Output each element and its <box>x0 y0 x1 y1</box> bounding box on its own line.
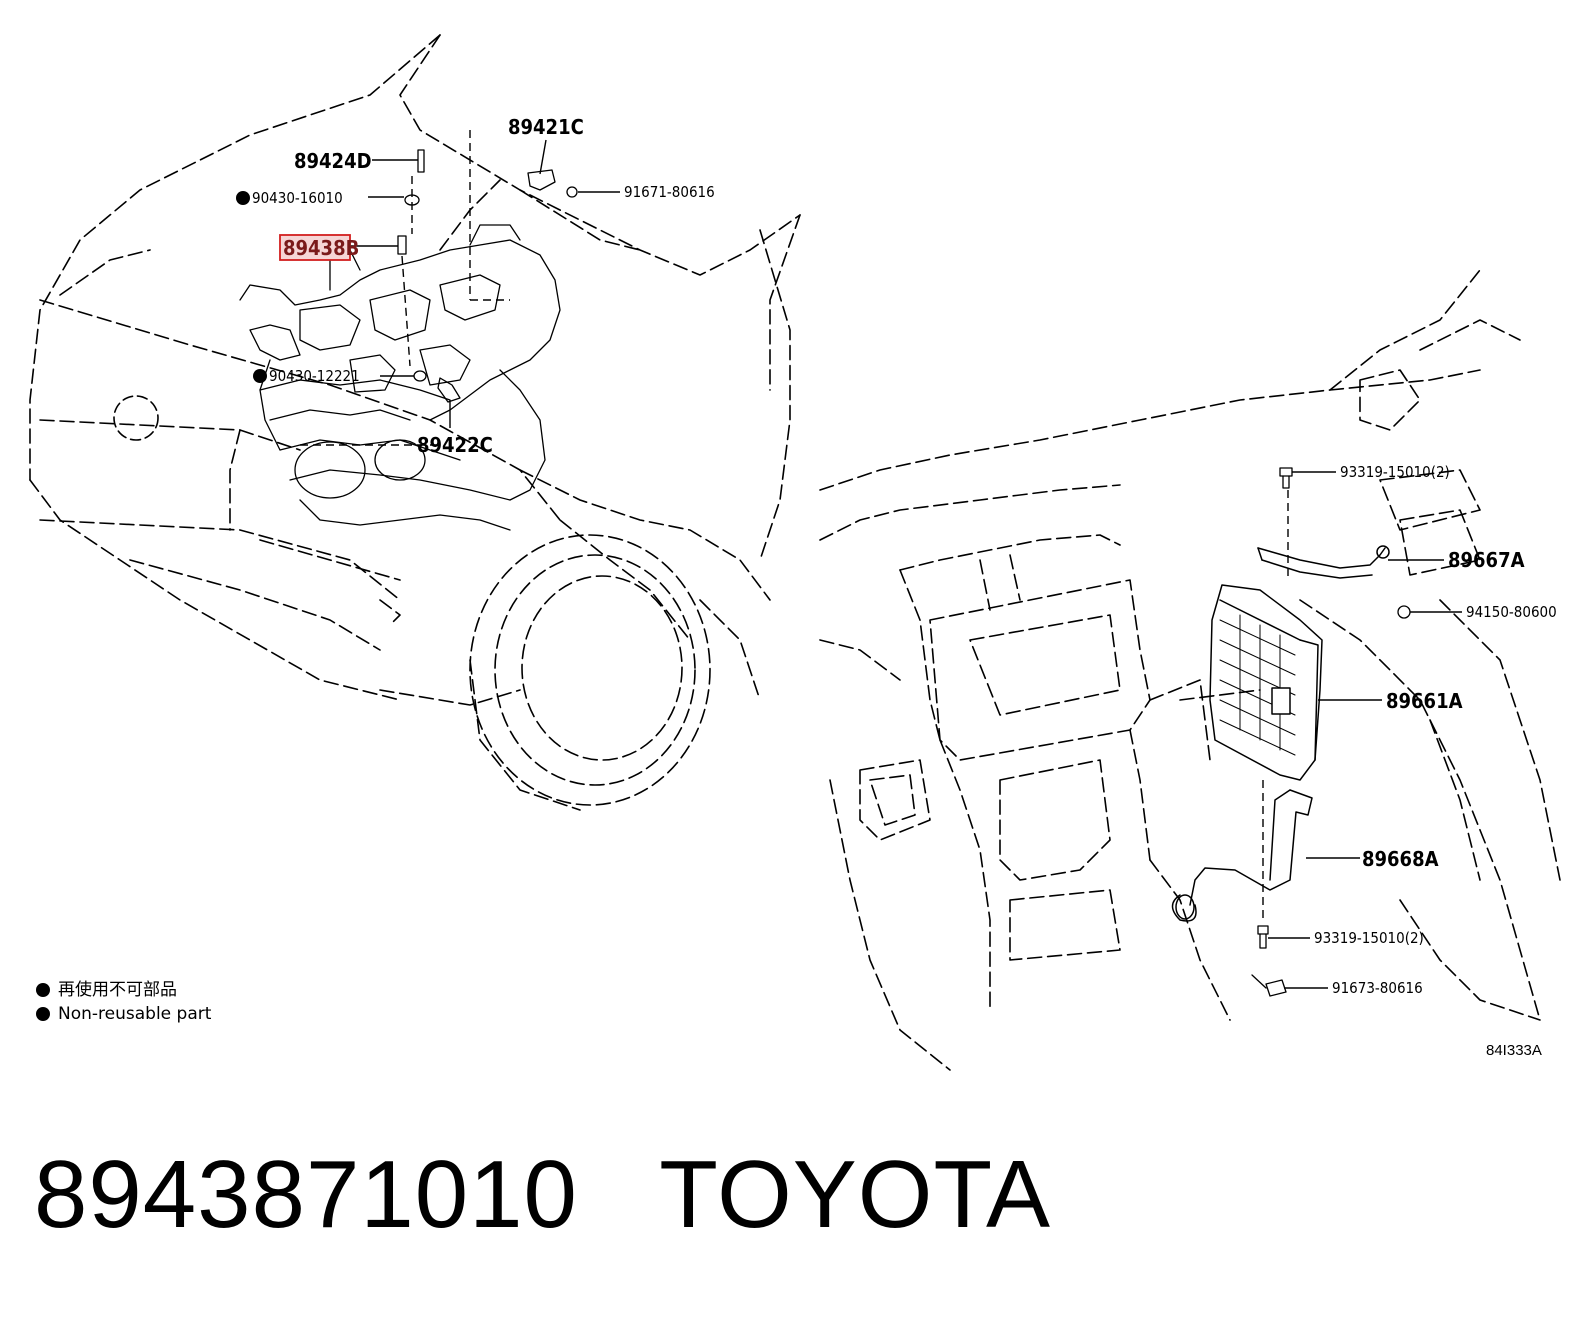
callout-93319-15010-bottom: 93319-15010(2) <box>1314 929 1424 947</box>
legend-row-en: Non-reusable part <box>36 1002 211 1026</box>
callout-91671-80616: 91671-80616 <box>624 183 715 201</box>
callout-89667A: 89667A <box>1448 548 1525 572</box>
callout-91673-80616: 91673-80616 <box>1332 979 1423 997</box>
bracket-89668A <box>1171 789 1313 922</box>
headlight <box>113 395 159 441</box>
part-number: 8943871010 <box>34 1141 578 1248</box>
callout-94150-80600: 94150-80600 <box>1466 603 1557 621</box>
footer-caption: 8943871010 TOYOTA <box>34 1140 1051 1250</box>
leader-lines <box>300 130 1462 989</box>
highlight-box-89438B <box>279 234 351 261</box>
callout-90430-16010: 90430-16010 <box>252 189 343 207</box>
ecu-89661A <box>1209 584 1323 781</box>
front-wheel <box>469 534 711 811</box>
bullet-icon <box>36 1007 50 1021</box>
legend-jp-text: 再使用不可部品 <box>58 980 177 1000</box>
non-reusable-marker-90430-16010 <box>236 191 250 205</box>
vehicle-body-outline <box>29 34 801 706</box>
callout-89424D: 89424D <box>294 149 372 173</box>
callout-89668A: 89668A <box>1362 847 1439 871</box>
brand-name: TOYOTA <box>659 1141 1052 1248</box>
fasteners <box>397 149 1411 997</box>
legend-en-text: Non-reusable part <box>58 1004 212 1024</box>
dashboard-outline <box>819 269 1561 1071</box>
legend: 再使用不可部品 Non-reusable part <box>36 978 211 1026</box>
callout-89438B: 89438B <box>283 236 359 260</box>
callout-93319-15010-top: 93319-15010(2) <box>1340 463 1450 481</box>
legend-row-jp: 再使用不可部品 <box>36 978 211 1002</box>
callout-89421C: 89421C <box>508 115 584 139</box>
bracket-89667A <box>1257 545 1390 579</box>
illustration-code: 84I333A <box>1486 1042 1542 1059</box>
bullet-icon <box>36 983 50 997</box>
callout-89422C: 89422C <box>417 433 493 457</box>
callout-90430-12221: 90430-12221 <box>269 367 360 385</box>
callout-89661A: 89661A <box>1386 689 1463 713</box>
non-reusable-marker-90430-12221 <box>253 369 267 383</box>
